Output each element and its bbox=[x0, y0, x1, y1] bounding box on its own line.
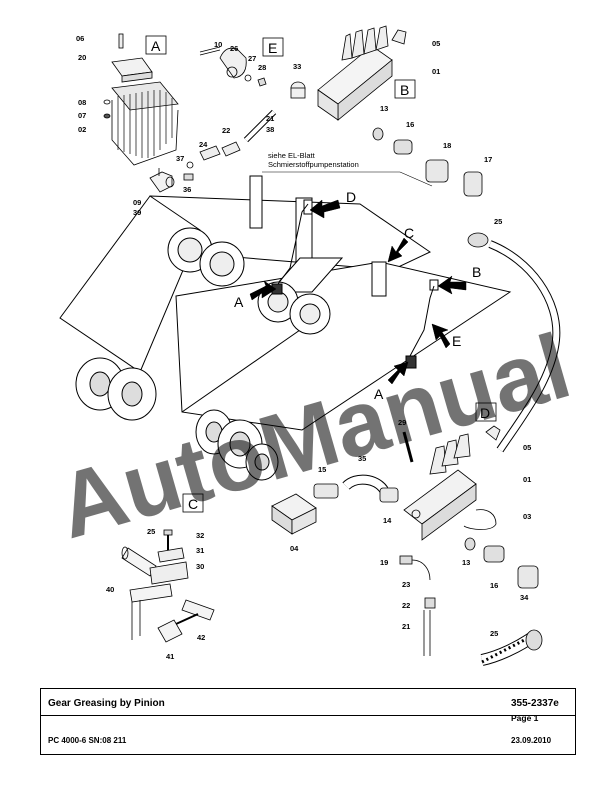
label-39: 39 bbox=[133, 208, 141, 217]
frame-callout-letters: A D C B E A bbox=[234, 189, 481, 402]
label-18: 18 bbox=[443, 141, 451, 150]
label-31: 31 bbox=[196, 546, 204, 555]
excavator-frame bbox=[59, 175, 512, 481]
label-05-top: 05 bbox=[432, 39, 440, 48]
label-01-bottom: 01 bbox=[523, 475, 531, 484]
label-13-top: 13 bbox=[380, 104, 388, 113]
label-22-bottom: 22 bbox=[402, 601, 410, 610]
label-41: 41 bbox=[166, 652, 174, 661]
document-title: Gear Greasing by Pinion bbox=[48, 698, 165, 709]
label-17: 17 bbox=[484, 155, 492, 164]
label-09: 09 bbox=[133, 198, 141, 207]
detail-c-group bbox=[121, 493, 215, 643]
document-date: 23.09.2010 bbox=[511, 736, 552, 745]
label-21-bottom: 21 bbox=[402, 622, 410, 631]
detail-box-d bbox=[475, 402, 497, 422]
label-24: 24 bbox=[199, 140, 208, 149]
label-22: 22 bbox=[222, 126, 230, 135]
label-42: 42 bbox=[197, 633, 205, 642]
callout-letter-a1: A bbox=[234, 294, 244, 310]
label-10: 10 bbox=[214, 40, 222, 49]
label-04: 04 bbox=[290, 544, 299, 553]
label-25-bottom: 25 bbox=[490, 629, 498, 638]
detail-e-group bbox=[199, 37, 284, 87]
label-16-top: 16 bbox=[406, 120, 414, 129]
detail-b-group bbox=[262, 25, 561, 453]
arrow-a2 bbox=[387, 361, 409, 385]
arrow-a1 bbox=[249, 280, 277, 301]
title-block-divider bbox=[41, 715, 575, 716]
label-15: 15 bbox=[318, 465, 326, 474]
label-36: 36 bbox=[183, 185, 191, 194]
label-25-top: 25 bbox=[494, 217, 502, 226]
label-38: 38 bbox=[266, 125, 274, 134]
callout-letter-c: C bbox=[404, 225, 414, 241]
note-line-2: Schmierstoffpumpenstation bbox=[268, 160, 359, 169]
label-14: 14 bbox=[383, 516, 392, 525]
label-13-bottom: 13 bbox=[462, 558, 470, 567]
label-06: 06 bbox=[76, 34, 84, 43]
detail-letter-a: A bbox=[151, 38, 161, 54]
label-25-c: 25 bbox=[147, 527, 155, 536]
label-05-bottom: 05 bbox=[523, 443, 531, 452]
detail-box-c bbox=[182, 493, 204, 513]
part-labels: 06 20 08 07 02 09 39 37 36 24 22 21 38 1… bbox=[76, 34, 531, 661]
callout-letter-b: B bbox=[472, 264, 481, 280]
label-32: 32 bbox=[196, 531, 204, 540]
machine-serial: PC 4000-6 SN:08 211 bbox=[48, 736, 127, 745]
page-number: Page 1 bbox=[511, 713, 539, 723]
detail-letter-c: C bbox=[188, 496, 198, 512]
detail-letter-d: D bbox=[480, 405, 490, 421]
label-21: 21 bbox=[266, 114, 274, 123]
label-19: 19 bbox=[380, 558, 388, 567]
callout-letter-d: D bbox=[346, 189, 356, 205]
arrow-c bbox=[387, 237, 409, 263]
document-number: 355-2337e bbox=[511, 698, 559, 709]
label-03: 03 bbox=[523, 512, 531, 521]
label-35: 35 bbox=[358, 454, 366, 463]
label-08: 08 bbox=[78, 98, 86, 107]
label-27: 27 bbox=[248, 54, 256, 63]
label-20: 20 bbox=[78, 53, 86, 62]
note-line-1: siehe EL-Blatt bbox=[268, 151, 316, 160]
label-07: 07 bbox=[78, 111, 86, 120]
detail-a-group bbox=[103, 33, 277, 193]
detail-box-b bbox=[394, 79, 416, 99]
label-23: 23 bbox=[402, 580, 410, 589]
detail-box-e bbox=[262, 37, 284, 57]
title-block: Gear Greasing by Pinion 355-2337e Page 1… bbox=[40, 688, 576, 755]
label-37: 37 bbox=[176, 154, 184, 163]
label-02: 02 bbox=[78, 125, 86, 134]
label-26: 26 bbox=[230, 44, 238, 53]
callout-letter-e: E bbox=[452, 333, 461, 349]
label-40: 40 bbox=[106, 585, 114, 594]
arrow-e bbox=[431, 323, 451, 349]
detail-d-group bbox=[271, 402, 543, 666]
callout-letter-a2: A bbox=[374, 386, 384, 402]
label-01-top: 01 bbox=[432, 67, 440, 76]
detail-letter-b: B bbox=[400, 82, 409, 98]
label-30: 30 bbox=[196, 562, 204, 571]
label-16-bottom: 16 bbox=[490, 581, 498, 590]
arrow-b bbox=[437, 275, 467, 295]
detail-box-letters: A E B D C bbox=[151, 38, 490, 512]
label-34: 34 bbox=[520, 593, 529, 602]
detail-box-a bbox=[145, 35, 167, 55]
label-33: 33 bbox=[293, 62, 301, 71]
label-28: 28 bbox=[258, 63, 266, 72]
detail-letter-e: E bbox=[268, 40, 277, 56]
label-29: 29 bbox=[398, 418, 406, 427]
callout-arrows bbox=[249, 199, 467, 385]
arrow-d bbox=[309, 199, 341, 219]
